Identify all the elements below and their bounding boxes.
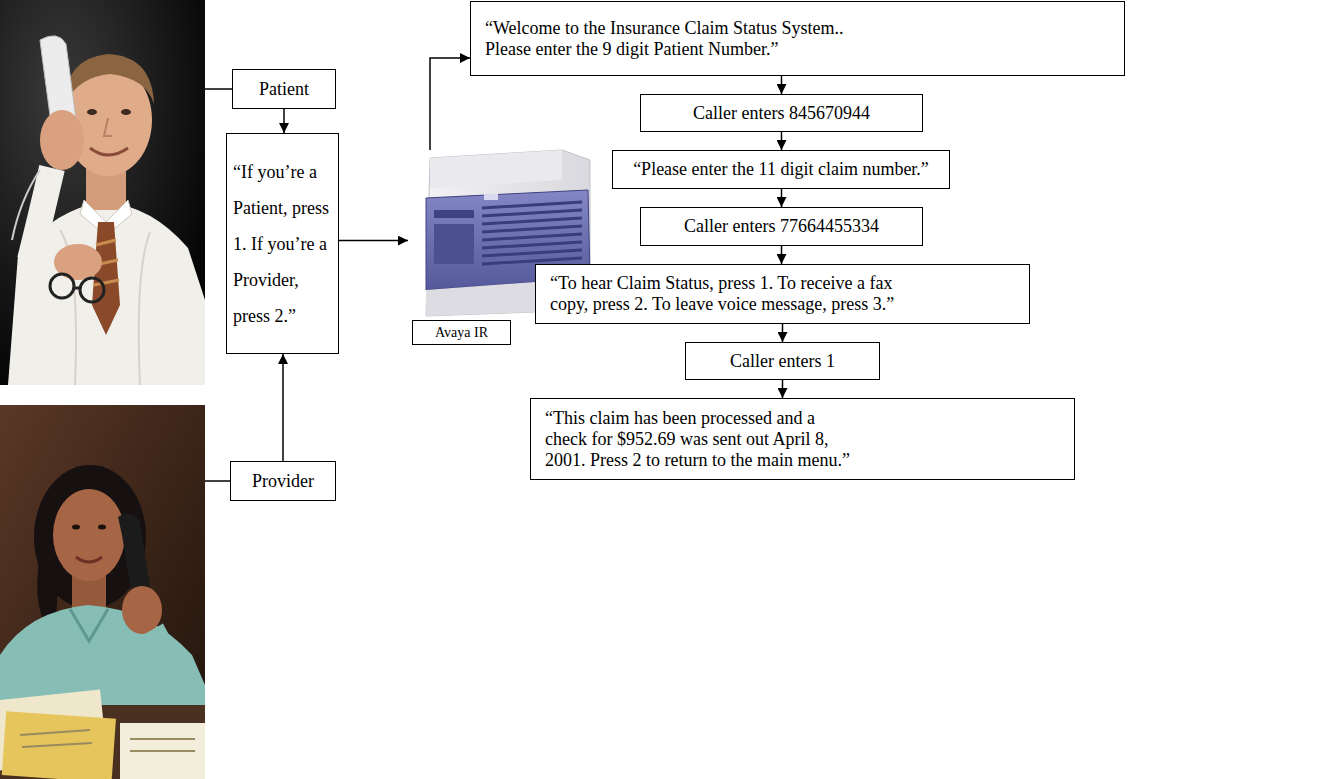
flow-arrow [339,240,408,242]
flow-arrow [781,189,783,207]
flow-arrow [282,354,284,461]
node-text: “Please enter the 11 digit claim number.… [633,159,929,180]
prompt-box: “If you’re a Patient, press 1. If you’re… [226,133,339,354]
flow-arrow [782,380,784,398]
node-text: Caller enters 1 [730,351,835,372]
prompt-box: “Please enter the 11 digit claim number.… [612,150,950,189]
node-text: “This claim has been processed and a che… [545,408,852,471]
leader-line [205,480,230,482]
flow-arrow [430,58,470,150]
flow-arrow [781,132,783,150]
input-box: Caller enters 1 [685,342,880,380]
node-text: Avaya IR [435,324,488,341]
menu-box: “To hear Claim Status, press 1. To recei… [535,264,1030,324]
result-box: “This claim has been processed and a che… [530,398,1075,480]
flow-arrow [781,76,783,94]
node-text: “Welcome to the Insurance Claim Status S… [485,18,846,60]
flow-arrow [781,246,783,264]
input-box: Caller enters 845670944 [640,94,923,132]
role-box: Provider [230,461,336,501]
prompt-box: “Welcome to the Insurance Claim Status S… [470,1,1125,76]
role-box: Patient [232,69,336,109]
node-text: Caller enters 845670944 [693,103,870,124]
leader-line [205,88,232,90]
flow-arrow [283,109,285,133]
node-text: “To hear Claim Status, press 1. To recei… [550,273,897,315]
patient-photo [0,0,205,385]
node-text: Patient [259,79,309,100]
node-text: Caller enters 77664455334 [684,216,879,237]
provider-photo [0,405,205,779]
node-text: Provider [252,471,314,492]
node-text: “If you’re a Patient, press 1. If you’re… [233,154,332,334]
input-box: Caller enters 77664455334 [640,207,923,246]
caption-box: Avaya IR [412,320,511,345]
flow-arrow [782,324,784,342]
